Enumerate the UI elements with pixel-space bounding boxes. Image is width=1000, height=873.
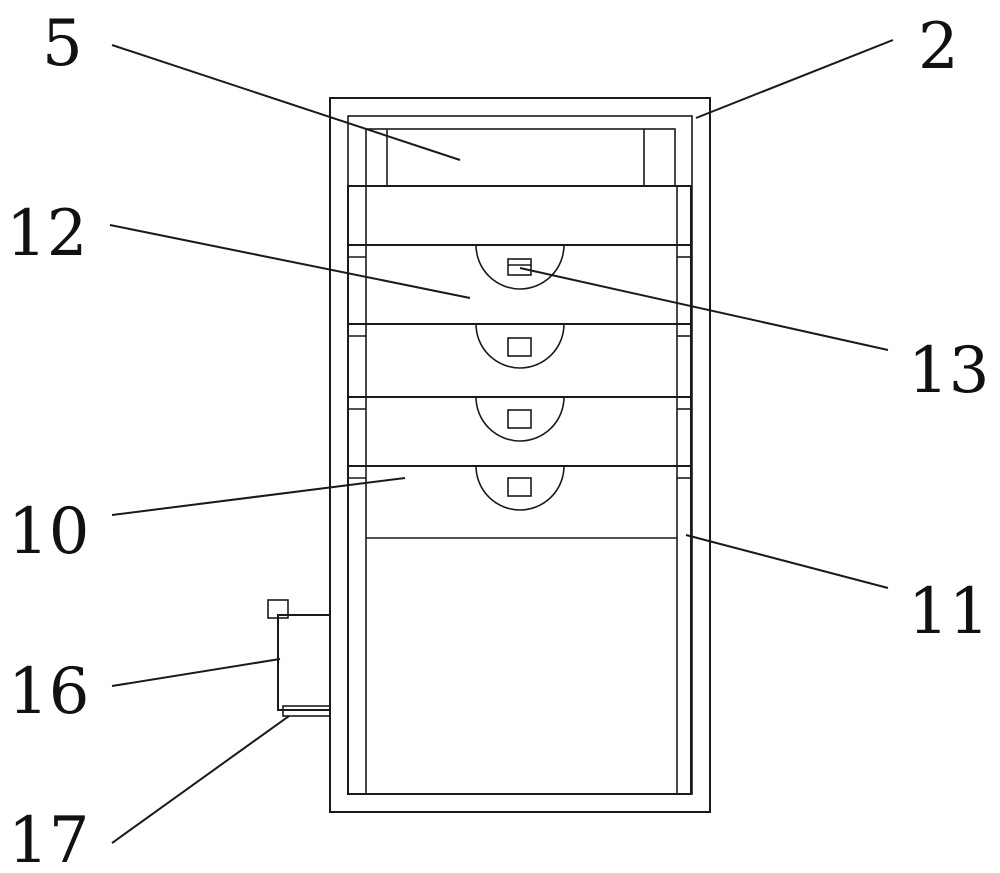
tray-handle — [475, 396, 565, 442]
drawer-trays — [348, 244, 691, 511]
tray-1 — [348, 244, 691, 290]
cabinet-frame — [329, 97, 711, 813]
callout-13: 13 — [908, 334, 989, 408]
inner-body — [347, 185, 692, 795]
leader-16 — [111, 658, 281, 687]
leader-lines — [109, 39, 894, 844]
leader-17 — [111, 715, 290, 844]
tray-handle — [475, 244, 565, 290]
callout-5: 5 — [42, 7, 83, 81]
side-box — [267, 599, 331, 717]
tray-4 — [348, 465, 691, 511]
leader-10 — [111, 477, 406, 516]
leader-11 — [685, 534, 889, 589]
tray-3 — [348, 396, 691, 442]
leader-12 — [109, 224, 471, 299]
callout-16: 16 — [8, 655, 89, 729]
callout-17: 17 — [8, 804, 89, 873]
callout-10: 10 — [8, 495, 89, 569]
leader-2 — [695, 39, 894, 119]
tray-handle — [475, 323, 565, 369]
leader-5 — [111, 44, 461, 161]
top-unit — [365, 128, 676, 187]
tray-2 — [348, 323, 691, 369]
leader-13 — [519, 267, 889, 351]
callout-12: 12 — [6, 197, 87, 271]
callout-labels: 5 2 12 13 10 11 16 17 — [6, 7, 989, 873]
tray-handle — [475, 465, 565, 511]
callout-11: 11 — [908, 575, 989, 649]
callout-2: 2 — [918, 10, 959, 84]
